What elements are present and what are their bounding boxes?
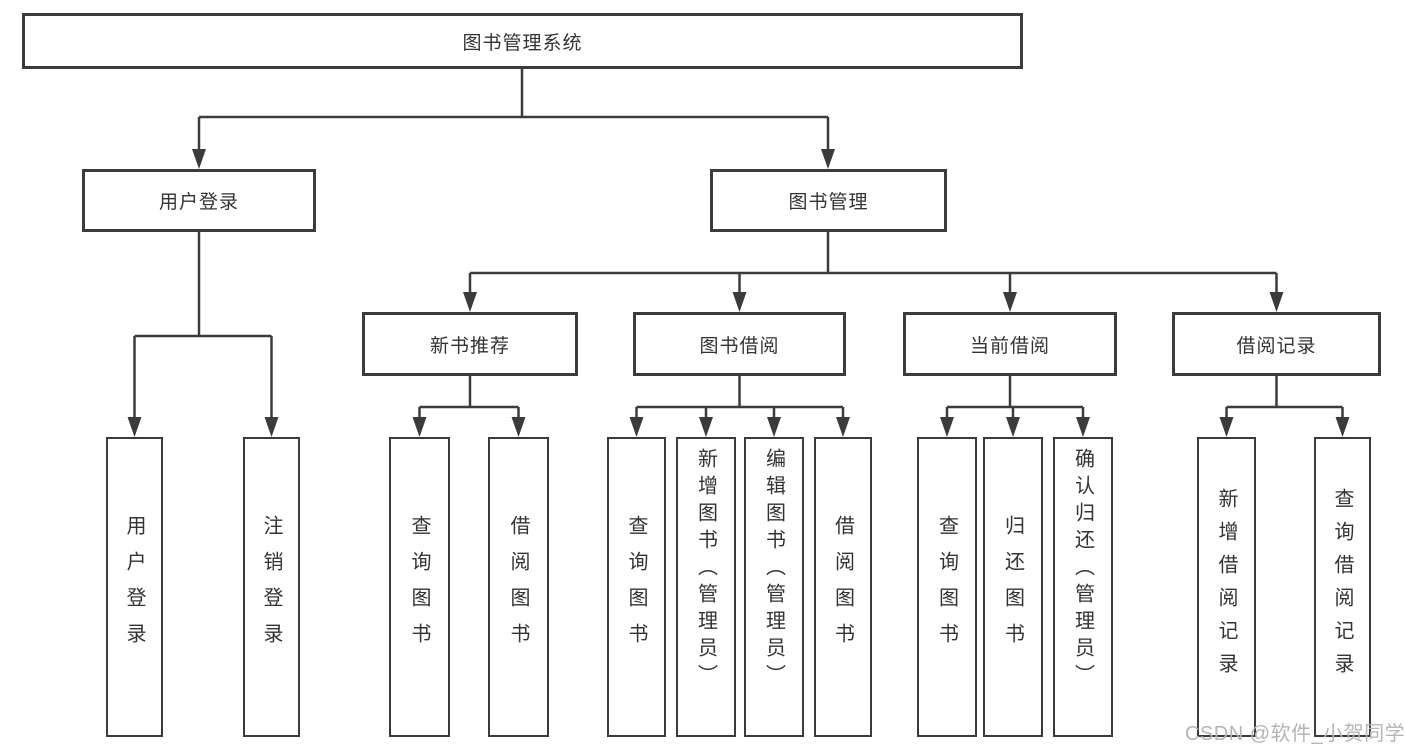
leaf-add-borrow-record: 新增借阅记录	[1197, 437, 1256, 737]
arrow-icon	[192, 149, 206, 169]
leaf-user-login: 用户登录	[106, 437, 163, 737]
node-new-book-recommend: 新书推荐	[362, 312, 578, 376]
node-borrow-records: 借阅记录	[1172, 312, 1381, 376]
arrow-icon	[264, 417, 279, 437]
arrow-icon	[1003, 292, 1017, 312]
edge-records-to-leaves	[1225, 376, 1344, 419]
node-user-login: 用户登录	[82, 169, 316, 232]
arrow-icon	[1076, 417, 1090, 437]
leaf-confirm-return-admin: 确认归还（管理员）	[1053, 437, 1113, 737]
edge-newbook-to-leaves	[418, 376, 520, 419]
node-root: 图书管理系统	[22, 13, 1023, 69]
arrow-icon	[1269, 292, 1284, 312]
edge-root-to-level2	[197, 69, 830, 150]
leaf-return-books: 归还图书	[983, 437, 1043, 737]
node-book-management: 图书管理	[710, 169, 947, 232]
arrow-icon	[767, 417, 781, 437]
arrow-icon	[1219, 417, 1234, 437]
edge-current-to-leaves	[945, 376, 1085, 419]
leaf-query-books-borrow: 查询图书	[607, 437, 666, 737]
arrow-icon	[463, 292, 477, 312]
leaf-edit-books-admin: 编辑图书（管理员）	[744, 437, 804, 737]
leaf-borrow-books-recommend: 借阅图书	[488, 437, 549, 737]
arrow-icon	[412, 417, 427, 437]
leaf-query-borrow-record: 查询借阅记录	[1314, 437, 1371, 737]
edge-bookmgmt-to-level3	[468, 232, 1278, 294]
edge-borrow-to-leaves	[635, 376, 845, 419]
node-book-borrow: 图书借阅	[633, 312, 846, 376]
arrow-icon	[1006, 417, 1020, 437]
arrow-icon	[821, 149, 835, 169]
edge-userlogin-to-leaves	[133, 232, 273, 419]
arrow-icon	[511, 417, 526, 437]
arrow-icon	[940, 417, 954, 437]
arrow-icon	[836, 417, 850, 437]
leaf-logout: 注销登录	[243, 437, 300, 737]
arrow-icon	[127, 417, 142, 437]
arrow-icon	[699, 417, 713, 437]
leaf-add-books-admin: 新增图书（管理员）	[676, 437, 736, 737]
leaf-query-books-current: 查询图书	[917, 437, 977, 737]
node-current-borrow: 当前借阅	[903, 312, 1117, 376]
arrow-icon	[1335, 417, 1350, 437]
arrow-icon	[732, 292, 747, 312]
watermark: CSDN @软件_小贺同学	[1185, 723, 1405, 745]
leaf-borrow-books: 借阅图书	[814, 437, 872, 737]
arrow-icon	[629, 417, 644, 437]
leaf-query-books-recommend: 查询图书	[389, 437, 450, 737]
